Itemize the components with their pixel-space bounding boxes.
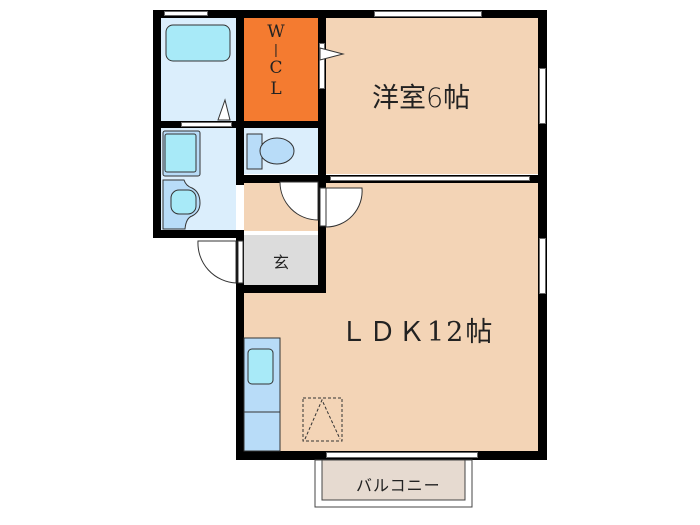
western-window-right [539,68,546,124]
western-ldk-sliding-door [330,176,530,181]
entrance-label: 玄 [273,253,290,272]
balcony-label: バルコニー [356,476,441,495]
wall-ldk-left [236,231,244,460]
western-room [326,18,538,174]
closet-room [244,18,318,121]
western-room-label: 洋室6帖 [372,83,471,114]
balcony-door [326,452,478,458]
wall-closet-western [318,10,326,185]
entrance-room [244,235,318,285]
ldk-window-right [539,238,546,294]
closet-label: W | C L [262,22,290,100]
closet-door [319,43,325,89]
western-window-top [374,11,482,17]
closet-label-sep: | [273,43,279,58]
closet-label-w: W [267,22,285,42]
wall-bath-bottom [153,230,244,238]
closet-label-l: L [270,79,282,99]
wall-toilet-hall [236,175,326,183]
washroom-door [181,122,232,127]
ldk-label: ＬＤＫ12帖 [340,317,495,348]
wall-right [538,10,547,460]
wall-entrance-bottom [236,285,326,293]
wall-closet-toilet [236,121,326,128]
wall-bath-closet [236,10,244,185]
wall-entrance-right [318,175,326,293]
bath-window [164,11,208,16]
closet-label-c: C [269,58,283,78]
wall-top-left [153,10,546,18]
